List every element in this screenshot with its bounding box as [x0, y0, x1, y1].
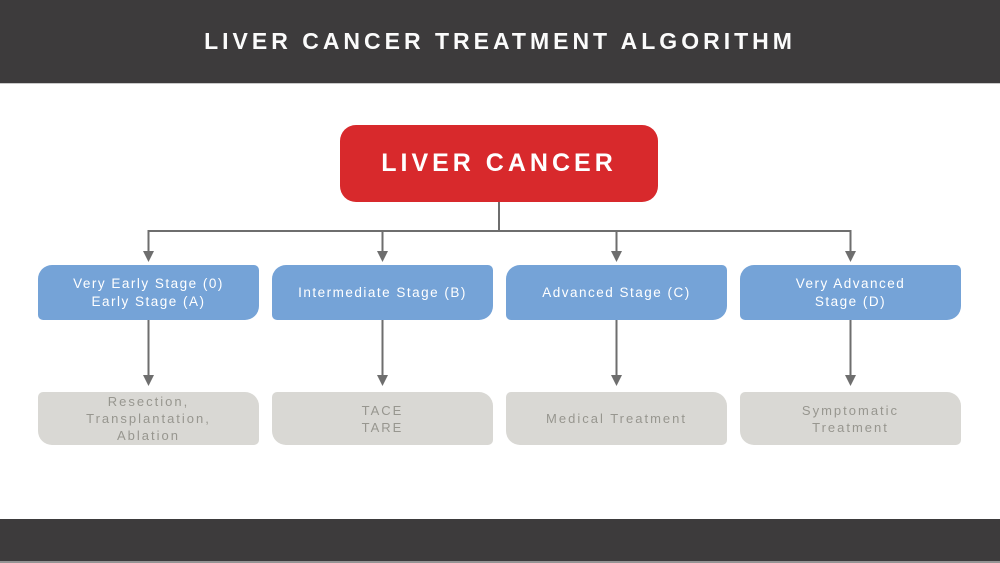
- stage-node-label: Intermediate Stage (B): [298, 284, 467, 300]
- root-node-liver-cancer: LIVER CANCER: [340, 125, 658, 202]
- treatment-node-label: Symptomatic Treatment: [801, 402, 900, 435]
- footer-bar: [0, 519, 1000, 563]
- stage-node-advanced: Advanced Stage (C): [506, 265, 727, 320]
- treatment-node-label: TACE TARE: [361, 402, 404, 435]
- stage-node-very-early: Very Early Stage (0) Early Stage (A): [38, 265, 259, 320]
- treatment-node-label: Medical Treatment: [546, 411, 687, 426]
- treatment-node-tace-tare: TACE TARE: [272, 392, 493, 445]
- page-title: LIVER CANCER TREATMENT ALGORITHM: [204, 28, 796, 54]
- header-bar: LIVER CANCER TREATMENT ALGORITHM: [0, 0, 1000, 84]
- treatment-node-resection: Resection, Transplantation, Ablation: [38, 392, 259, 445]
- stage-node-label: Very Advanced Stage (D): [795, 275, 906, 309]
- stage-node-label: Very Early Stage (0) Early Stage (A): [73, 275, 224, 309]
- root-node-label: LIVER CANCER: [381, 149, 617, 177]
- stage-node-very-advanced: Very Advanced Stage (D): [740, 265, 961, 320]
- treatment-node-medical: Medical Treatment: [506, 392, 727, 445]
- stage-node-label: Advanced Stage (C): [542, 284, 691, 300]
- stage-node-intermediate: Intermediate Stage (B): [272, 265, 493, 320]
- treatment-node-label: Resection, Transplantation, Ablation: [86, 394, 211, 443]
- treatment-node-symptomatic: Symptomatic Treatment: [740, 392, 961, 445]
